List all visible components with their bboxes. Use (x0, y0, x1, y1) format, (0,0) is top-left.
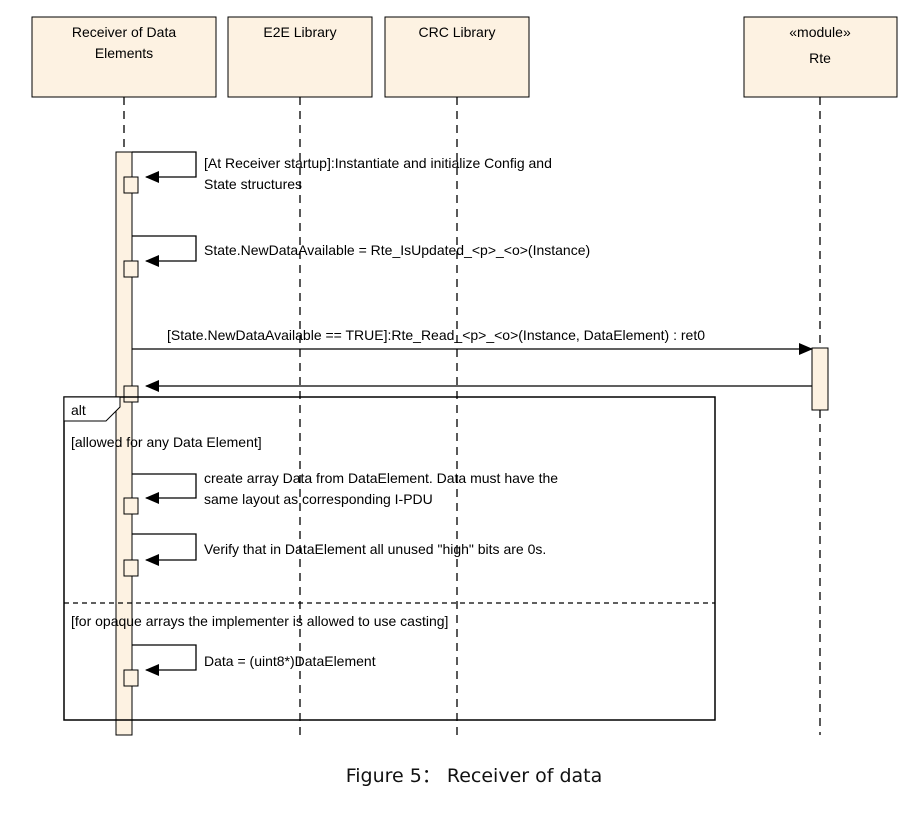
self-message-init: [At Receiver startup]:Instantiate and in… (123, 151, 552, 194)
rte-title: Rte (809, 50, 831, 66)
self-message-create-array: create array Data from DataElement. Data… (123, 470, 558, 515)
e2e-title: E2E Library (263, 24, 336, 40)
alt-guard-1: [allowed for any Data Element] (71, 434, 262, 450)
message-rte-read-label: [State.NewDataAvailable == TRUE]:Rte_Rea… (167, 327, 705, 343)
message-init-line1: [At Receiver startup]:Instantiate and in… (204, 155, 552, 171)
message-init-line2: State structures (204, 176, 302, 192)
rte-stereotype: «module» (789, 24, 851, 40)
self-message-verify-bits: Verify that in DataElement all unused "h… (123, 533, 546, 577)
message-create-array-line2: same layout as corresponding I-PDU (204, 491, 433, 507)
lifeline-crc-library: CRC Library (384, 16, 530, 98)
lifeline-receiver: Receiver of Data Elements (31, 16, 217, 98)
message-cast-data: Data = (uint8*)DataElement (204, 653, 376, 669)
lifeline-rte: «module» Rte (743, 16, 898, 98)
alt-operator-label: alt (71, 402, 86, 418)
crc-title: CRC Library (418, 24, 495, 40)
alt-guard-2: [for opaque arrays the implementer is al… (71, 613, 448, 629)
rte-activation-bar (811, 347, 829, 411)
receiver-title-line1: Receiver of Data (72, 24, 176, 40)
self-message-isupdated: State.NewDataAvailable = Rte_IsUpdated_<… (123, 235, 590, 278)
receiver-title-line2: Elements (95, 45, 153, 61)
lifeline-stems (123, 97, 821, 735)
return-message-rte (123, 380, 812, 403)
lifeline-e2e-library: E2E Library (227, 16, 373, 98)
message-rte-read: [State.NewDataAvailable == TRUE]:Rte_Rea… (132, 327, 813, 355)
message-create-array-line1: create array Data from DataElement. Data… (204, 470, 558, 486)
message-verify-bits: Verify that in DataElement all unused "h… (204, 541, 546, 557)
receiver-activation-bar (115, 151, 133, 736)
figure-caption: Figure 5： Receiver of data (346, 765, 603, 787)
message-isupdated: State.NewDataAvailable = Rte_IsUpdated_<… (204, 242, 590, 258)
self-message-cast-data: Data = (uint8*)DataElement (123, 644, 376, 687)
alt-fragment: alt [allowed for any Data Element] [for … (63, 396, 716, 721)
